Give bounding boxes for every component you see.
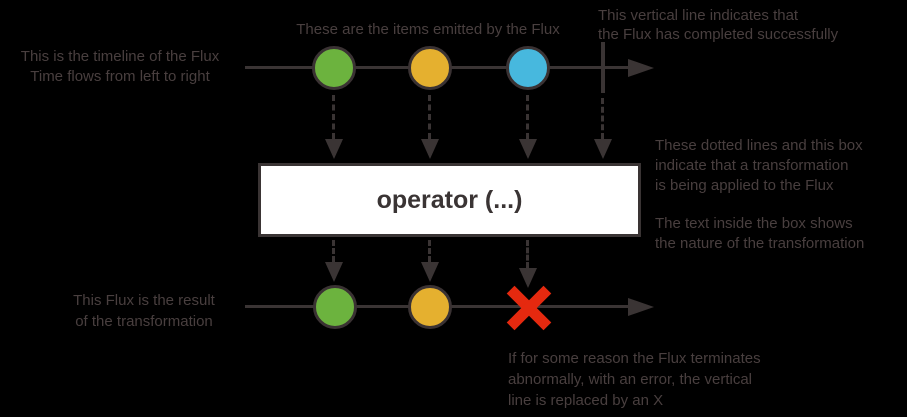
dotted-arrowhead-icon (519, 268, 537, 288)
note-complete-line1: This vertical line indicates that (598, 7, 799, 24)
note-result-line2: of the transformation (75, 313, 213, 330)
dotted-line-source-green (332, 95, 335, 139)
result-marble-yellow (408, 285, 452, 329)
note-timeline-line1: This is the timeline of the Flux (20, 48, 220, 65)
error-x-icon (506, 285, 551, 330)
note-box-text-line2: the nature of the transformation (655, 235, 865, 252)
note-transform: These dotted lines and this box indicate… (655, 136, 863, 196)
operator-box: operator (...) (258, 163, 641, 237)
dotted-arrowhead-icon (421, 139, 439, 159)
dotted-line-source-complete (601, 98, 604, 139)
note-complete: This vertical line indicates that the Fl… (598, 6, 838, 44)
note-error-line2: abnormally, with an error, the vertical (508, 371, 752, 388)
note-complete-line2: the Flux has completed successfully (598, 26, 839, 43)
note-timeline: This is the timeline of the Flux Time fl… (6, 47, 234, 87)
note-transform-line3: is being applied to the Flux (655, 177, 834, 194)
dotted-arrowhead-icon (325, 139, 343, 159)
dotted-arrowhead-icon (421, 262, 439, 282)
note-items: These are the items emitted by the Flux (280, 20, 576, 40)
note-items-line1: These are the items emitted by the Flux (296, 21, 560, 38)
operator-label: operator (...) (376, 185, 523, 214)
source-marble-yellow (408, 46, 452, 90)
source-marble-blue (506, 46, 550, 90)
note-result: This Flux is the result of the transform… (34, 290, 254, 332)
result-marble-green (313, 285, 357, 329)
dotted-line-result-green (332, 240, 335, 262)
completion-line (601, 42, 605, 93)
note-error: If for some reason the Flux terminates a… (508, 348, 761, 411)
dotted-line-result-yellow (428, 240, 431, 262)
note-transform-line2: indicate that a transformation (655, 157, 849, 174)
dotted-arrowhead-icon (594, 139, 612, 159)
source-marble-green (312, 46, 356, 90)
note-box-text-line1: The text inside the box shows (655, 215, 853, 232)
dotted-arrowhead-icon (519, 139, 537, 159)
dotted-line-result-error (526, 240, 529, 268)
dotted-arrowhead-icon (325, 262, 343, 282)
note-timeline-line2: Time flows from left to right (30, 68, 210, 85)
dotted-line-source-yellow (428, 95, 431, 139)
note-result-line1: This Flux is the result (73, 292, 215, 309)
source-timeline-arrowhead-icon (628, 59, 654, 77)
note-transform-line1: These dotted lines and this box (655, 137, 863, 154)
dotted-line-source-blue (526, 95, 529, 139)
note-error-line3: line is replaced by an X (508, 392, 664, 409)
result-timeline-arrowhead-icon (628, 298, 654, 316)
note-box-text: The text inside the box shows the nature… (655, 214, 864, 254)
note-error-line1: If for some reason the Flux terminates (508, 350, 761, 367)
